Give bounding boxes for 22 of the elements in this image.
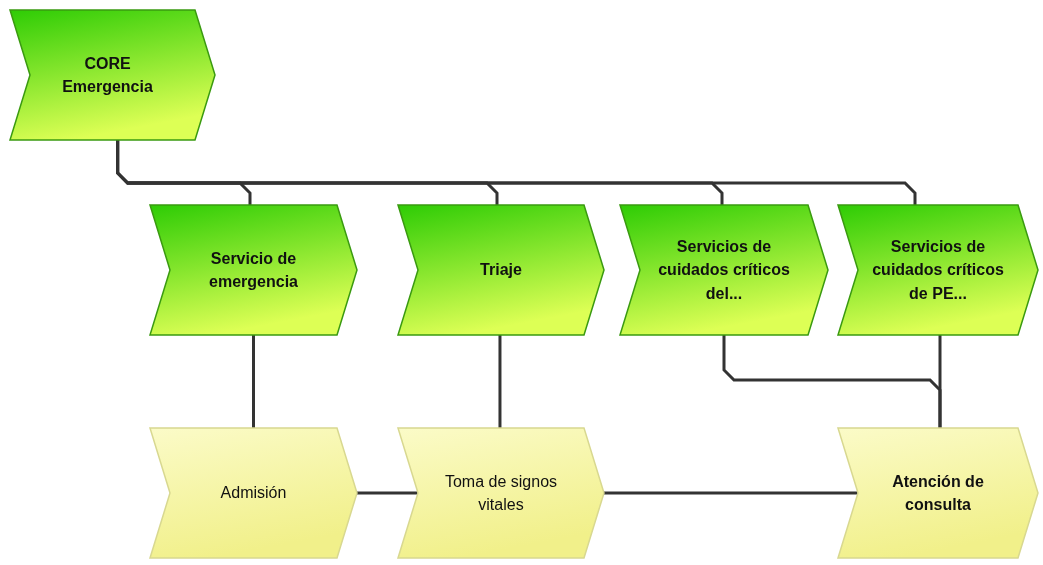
node-label: Triaje (480, 260, 522, 281)
connector-line (357, 491, 418, 495)
node-label: CORE Emergencia (61, 53, 154, 97)
process-step (620, 205, 828, 335)
process-step (398, 428, 604, 558)
connector-line (116, 140, 917, 205)
process-step (10, 10, 215, 140)
node-label: Servicios de cuidados críticos de PE... (871, 237, 1005, 304)
node-label: Servicios de cuidados críticos del... (657, 237, 791, 304)
node-label: Admisión (220, 483, 287, 504)
connector-line (604, 491, 858, 495)
process-step (838, 428, 1038, 558)
connector-line (938, 335, 942, 428)
connector-line (252, 335, 255, 428)
node-label: Atención de consulta (891, 471, 985, 515)
process-step (838, 205, 1038, 335)
process-step (150, 205, 357, 335)
node-label: Servicio de emergencia (208, 248, 299, 292)
process-step (150, 428, 357, 558)
connector-line (498, 335, 502, 428)
process-step (398, 205, 604, 335)
node-label: Toma de signos vitales (443, 471, 559, 515)
